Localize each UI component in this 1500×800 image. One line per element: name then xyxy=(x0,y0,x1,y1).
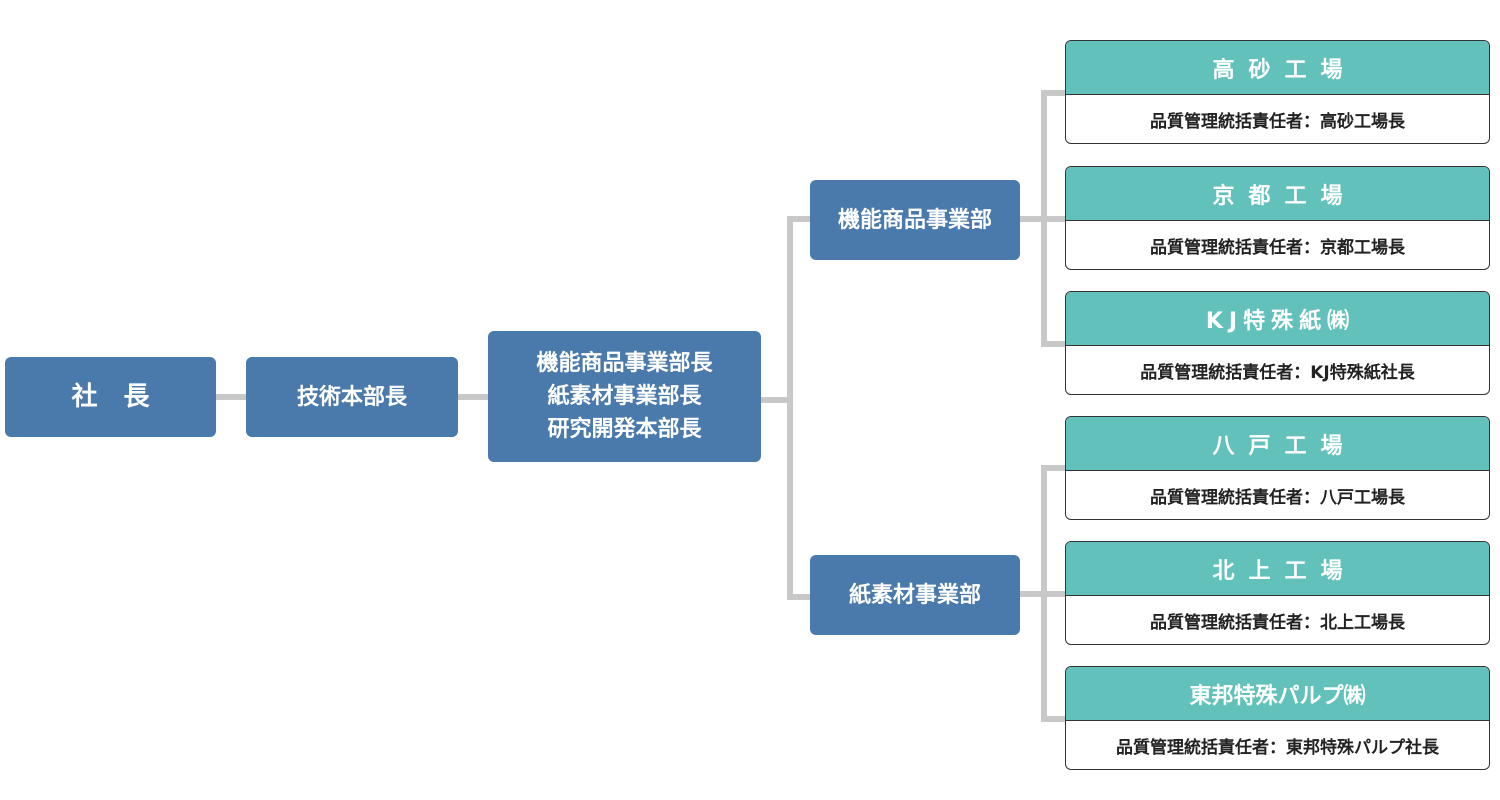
tech-head-label: 技術本部長 xyxy=(296,384,407,410)
connector-paper-bracket xyxy=(1041,465,1065,722)
combined-head-line-1: 機能商品事業部長 xyxy=(536,351,713,376)
site-kj-tokushushi: KJ特殊紙㈱ 品質管理統括責任者：KJ特殊紙社長 xyxy=(1065,291,1490,395)
combined-head-line-2: 紙素材事業部長 xyxy=(547,384,702,409)
site-kj-tokushushi-name: KJ特殊紙㈱ xyxy=(1066,292,1489,346)
site-hachinohe-name: 八戸工場 xyxy=(1066,417,1489,471)
combined-head-box: 機能商品事業部長 紙素材事業部長 研究開発本部長 xyxy=(488,331,761,462)
site-kitakami: 北上工場 品質管理統括責任者：北上工場長 xyxy=(1065,541,1490,645)
combined-head-line-3: 研究開発本部長 xyxy=(547,417,702,442)
connector-functional-bracket xyxy=(1041,90,1065,347)
tech-head-box: 技術本部長 xyxy=(246,357,458,437)
site-kitakami-manager: 品質管理統括責任者：北上工場長 xyxy=(1150,612,1405,633)
site-kyoto-manager: 品質管理統括責任者：京都工場長 xyxy=(1150,237,1405,258)
site-toho-pulp-manager: 品質管理統括責任者：東邦特殊パルプ社長 xyxy=(1116,737,1439,758)
site-hachinohe: 八戸工場 品質管理統括責任者：八戸工場長 xyxy=(1065,416,1490,520)
paper-division-label: 紙素材事業部 xyxy=(848,582,981,608)
site-hachinohe-manager: 品質管理統括責任者：八戸工場長 xyxy=(1150,487,1405,508)
site-takasago-manager: 品質管理統括責任者：高砂工場長 xyxy=(1150,111,1405,132)
connector-divisions-bracket xyxy=(787,216,810,600)
functional-division-label: 機能商品事業部 xyxy=(837,207,992,233)
president-label: 社 長 xyxy=(71,381,150,412)
site-kitakami-name: 北上工場 xyxy=(1066,542,1489,596)
site-toho-pulp: 東邦特殊パルプ㈱ 品質管理統括責任者：東邦特殊パルプ社長 xyxy=(1065,666,1490,770)
functional-division-box: 機能商品事業部 xyxy=(810,180,1020,260)
site-kyoto-name: 京都工場 xyxy=(1066,167,1489,221)
site-toho-pulp-name: 東邦特殊パルプ㈱ xyxy=(1066,667,1489,721)
president-box: 社 長 xyxy=(5,357,216,437)
site-takasago: 高砂工場 品質管理統括責任者：高砂工場長 xyxy=(1065,40,1490,144)
site-kyoto: 京都工場 品質管理統括責任者：京都工場長 xyxy=(1065,166,1490,270)
site-takasago-name: 高砂工場 xyxy=(1066,41,1489,95)
paper-division-box: 紙素材事業部 xyxy=(810,555,1020,635)
site-kj-tokushushi-manager: 品質管理統括責任者：KJ特殊紙社長 xyxy=(1140,362,1415,383)
